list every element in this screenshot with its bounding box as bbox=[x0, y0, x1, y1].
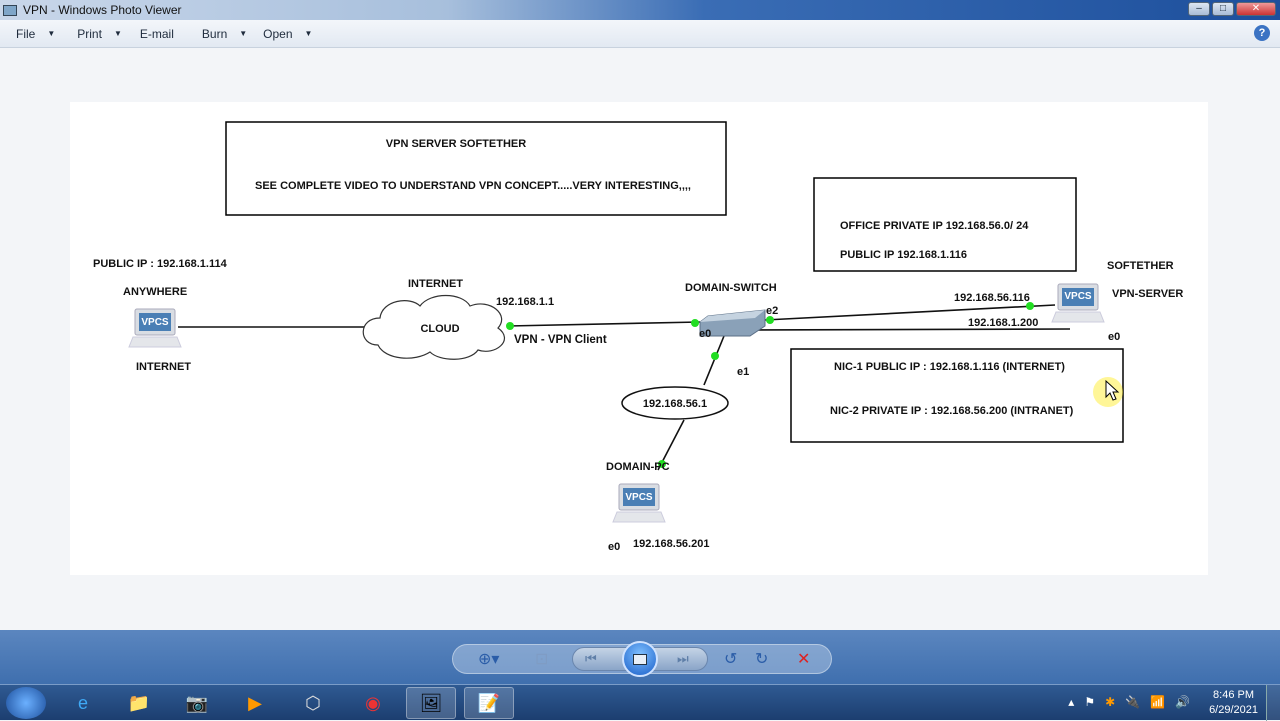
cloud-ip: 192.168.1.1 bbox=[496, 296, 554, 308]
anywhere-sub: INTERNET bbox=[136, 361, 191, 373]
menu-label: Print bbox=[77, 26, 102, 41]
clock-date: 6/29/2021 bbox=[1209, 704, 1258, 716]
chevron-down-icon: ▼ bbox=[47, 29, 56, 38]
menu-file[interactable]: File ▼ bbox=[16, 27, 55, 41]
vpn-server-port: e0 bbox=[1108, 331, 1120, 343]
title-bar: VPN - Windows Photo Viewer – □ ✕ bbox=[0, 0, 1280, 20]
menu-print[interactable]: Print ▼ bbox=[77, 27, 122, 41]
taskbar-explorer[interactable]: 📁 bbox=[127, 692, 151, 713]
network-icon[interactable]: 📶 bbox=[1150, 695, 1166, 709]
switch-icon[interactable] bbox=[699, 309, 766, 337]
clock-time: 8:46 PM bbox=[1213, 689, 1255, 701]
window-title: VPN - Windows Photo Viewer bbox=[23, 3, 182, 17]
switch-port-e2: e2 bbox=[766, 305, 778, 317]
anywhere-public-ip: PUBLIC IP : 192.168.1.114 bbox=[93, 258, 228, 270]
router-node[interactable] bbox=[621, 386, 729, 420]
domain-pc-icon[interactable] bbox=[612, 483, 666, 523]
start-button[interactable] bbox=[6, 687, 46, 719]
office-box bbox=[813, 177, 1077, 272]
chevron-down-icon: ▼ bbox=[239, 29, 248, 38]
menu-email[interactable]: E-mail bbox=[140, 27, 174, 41]
menu-open[interactable]: Open ▼ bbox=[263, 27, 312, 41]
cloud-title: INTERNET bbox=[408, 278, 463, 290]
nic2-label: NIC-2 PRIVATE IP : 192.168.56.200 (INTRA… bbox=[830, 405, 1074, 417]
domain-pc-name: DOMAIN-PC bbox=[606, 461, 670, 473]
mouse-cursor-icon bbox=[1105, 379, 1120, 401]
volume-icon[interactable]: 🔊 bbox=[1175, 695, 1190, 709]
system-tray: ▴ ⚑ ✱ 🔌 📶 🔊 bbox=[1068, 695, 1190, 709]
chevron-down-icon: ▼ bbox=[304, 29, 313, 38]
fit-window-icon[interactable]: ⊡ bbox=[535, 651, 549, 668]
links bbox=[178, 304, 1071, 471]
vpcs-label: VPCS bbox=[1064, 291, 1092, 302]
vpn-server-private-ip: 192.168.56.116 bbox=[954, 292, 1030, 304]
viewer-controls: ⊕▾ ⊡ ⏮ ⏭ ↺ ↻ ✕ bbox=[0, 630, 1280, 684]
anywhere-pc-icon[interactable] bbox=[128, 308, 182, 348]
vpcs-label: VPCS bbox=[625, 492, 653, 503]
router-ip: 192.168.56.1 bbox=[643, 398, 707, 410]
vpn-client-label: VPN - VPN Client bbox=[514, 334, 607, 346]
switch-port-e1: e1 bbox=[737, 366, 749, 378]
nic-box bbox=[790, 348, 1124, 443]
menu-bar: File ▼ Print ▼ E-mail Burn ▼ Open ▼ ? bbox=[0, 20, 1280, 48]
slideshow-icon bbox=[633, 654, 647, 665]
antivirus-icon[interactable]: ✱ bbox=[1105, 695, 1116, 709]
previous-button[interactable]: ⏮ bbox=[585, 651, 597, 666]
menu-label: File bbox=[16, 26, 36, 41]
taskbar-notepad[interactable]: 📝 bbox=[464, 687, 514, 719]
office-public-ip: PUBLIC IP 192.168.1.116 bbox=[840, 249, 967, 261]
office-private-ip: OFFICE PRIVATE IP 192.168.56.0/ 24 bbox=[840, 220, 1029, 232]
tray-expand-icon[interactable]: ▴ bbox=[1068, 695, 1075, 709]
switch-name: DOMAIN-SWITCH bbox=[685, 282, 777, 294]
taskbar: e 📁 📷 ▶ ⬡ ◉ 🖼 📝 ▴ ⚑ ✱ 🔌 📶 🔊 8:46 PM 6/29… bbox=[0, 684, 1280, 721]
chevron-down-icon: ▼ bbox=[113, 29, 122, 38]
maximize-button[interactable]: □ bbox=[1212, 2, 1234, 16]
taskbar-camera[interactable]: 📷 bbox=[185, 692, 209, 713]
cloud-label: CLOUD bbox=[420, 323, 459, 335]
photo-canvas: VPN SERVER SOFTETHER SEE COMPLETE VIDEO … bbox=[70, 102, 1208, 575]
vpn-server-name2: VPN-SERVER bbox=[1112, 288, 1183, 300]
link-status-dots bbox=[506, 302, 1034, 468]
help-icon[interactable]: ? bbox=[1254, 25, 1270, 41]
switch-port-e0: e0 bbox=[699, 328, 711, 340]
slideshow-button[interactable] bbox=[622, 641, 658, 677]
menu-label: Open bbox=[263, 26, 293, 41]
vpn-server-name1: SOFTETHER bbox=[1107, 260, 1174, 272]
show-desktop-button[interactable] bbox=[1266, 685, 1280, 721]
next-button[interactable]: ⏭ bbox=[677, 651, 689, 666]
header-subtitle: SEE COMPLETE VIDEO TO UNDERSTAND VPN CON… bbox=[255, 180, 691, 192]
taskbar-chrome[interactable]: ◉ bbox=[365, 692, 381, 713]
network-diagram: VPN SERVER SOFTETHER SEE COMPLETE VIDEO … bbox=[93, 121, 1183, 553]
delete-icon[interactable]: ✕ bbox=[797, 651, 811, 668]
taskbar-media[interactable]: ▶ bbox=[248, 692, 262, 713]
header-title: VPN SERVER SOFTETHER bbox=[386, 138, 526, 150]
domain-pc-ip: 192.168.56.201 bbox=[633, 538, 709, 550]
anywhere-name: ANYWHERE bbox=[123, 286, 187, 298]
taskbar-virtualbox[interactable]: ⬡ bbox=[305, 692, 321, 713]
menu-burn[interactable]: Burn ▼ bbox=[202, 27, 247, 41]
vpn-server-public-ip: 192.168.1.200 bbox=[968, 317, 1038, 329]
action-center-icon[interactable]: ⚑ bbox=[1084, 695, 1096, 709]
vpcs-label: VPCS bbox=[141, 317, 169, 328]
domain-pc-port: e0 bbox=[608, 541, 620, 553]
minimize-button[interactable]: – bbox=[1188, 2, 1210, 16]
photo-viewer-icon bbox=[3, 4, 17, 16]
menu-label: E-mail bbox=[139, 26, 174, 41]
rotate-left-icon[interactable]: ↺ bbox=[724, 651, 738, 668]
power-icon[interactable]: 🔌 bbox=[1125, 695, 1141, 709]
cloud-icon[interactable] bbox=[362, 295, 505, 360]
zoom-icon[interactable]: ⊕▾ bbox=[478, 651, 500, 668]
vpn-server-icon[interactable] bbox=[1051, 283, 1105, 323]
close-button[interactable]: ✕ bbox=[1236, 2, 1276, 16]
rotate-right-icon[interactable]: ↻ bbox=[755, 651, 769, 668]
taskbar-photo-viewer[interactable]: 🖼 bbox=[406, 687, 456, 719]
menu-label: Burn bbox=[201, 26, 228, 41]
taskbar-ie[interactable]: e bbox=[77, 692, 88, 713]
clock[interactable]: 8:46 PM 6/29/2021 bbox=[1209, 688, 1258, 718]
nic1-label: NIC-1 PUBLIC IP : 192.168.1.116 (INTERNE… bbox=[834, 361, 1065, 373]
header-box bbox=[225, 121, 727, 216]
